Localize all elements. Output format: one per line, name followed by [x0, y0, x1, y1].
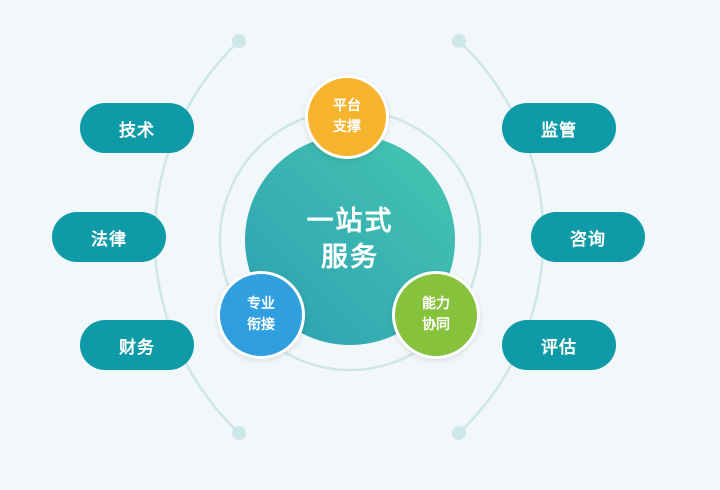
- pill-legal[interactable]: 法律: [52, 212, 166, 262]
- badge-platform-support[interactable]: 平台 支撑: [305, 75, 389, 159]
- left-arc: [153, 40, 240, 434]
- badge-professional-connection[interactable]: 专业 衔接: [217, 271, 305, 359]
- pill-finance[interactable]: 财务: [80, 320, 194, 370]
- badge-capability-line2: 协同: [422, 317, 450, 333]
- badge-professional-line1: 专业: [247, 296, 275, 312]
- pill-supervision[interactable]: 监管: [502, 103, 616, 153]
- center-title-line1: 一站式: [306, 206, 394, 237]
- badge-platform-line1: 平台: [333, 98, 361, 114]
- center-title-line2: 服务: [321, 242, 379, 273]
- badge-capability-collaboration[interactable]: 能力 协同: [392, 271, 480, 359]
- arc-endpoint-bottom-left: [232, 426, 246, 440]
- badge-capability-line1: 能力: [422, 296, 450, 312]
- center-title: 一站式 服务: [250, 200, 450, 280]
- pill-technology[interactable]: 技术: [80, 103, 194, 153]
- arc-endpoint-bottom-right: [452, 426, 466, 440]
- pill-consulting[interactable]: 咨询: [531, 212, 645, 262]
- pill-evaluation[interactable]: 评估: [502, 320, 616, 370]
- badge-platform-line2: 支撑: [333, 119, 361, 135]
- arc-endpoint-top-right: [452, 34, 466, 48]
- arc-endpoint-top-left: [232, 34, 246, 48]
- badge-professional-line2: 衔接: [247, 317, 275, 333]
